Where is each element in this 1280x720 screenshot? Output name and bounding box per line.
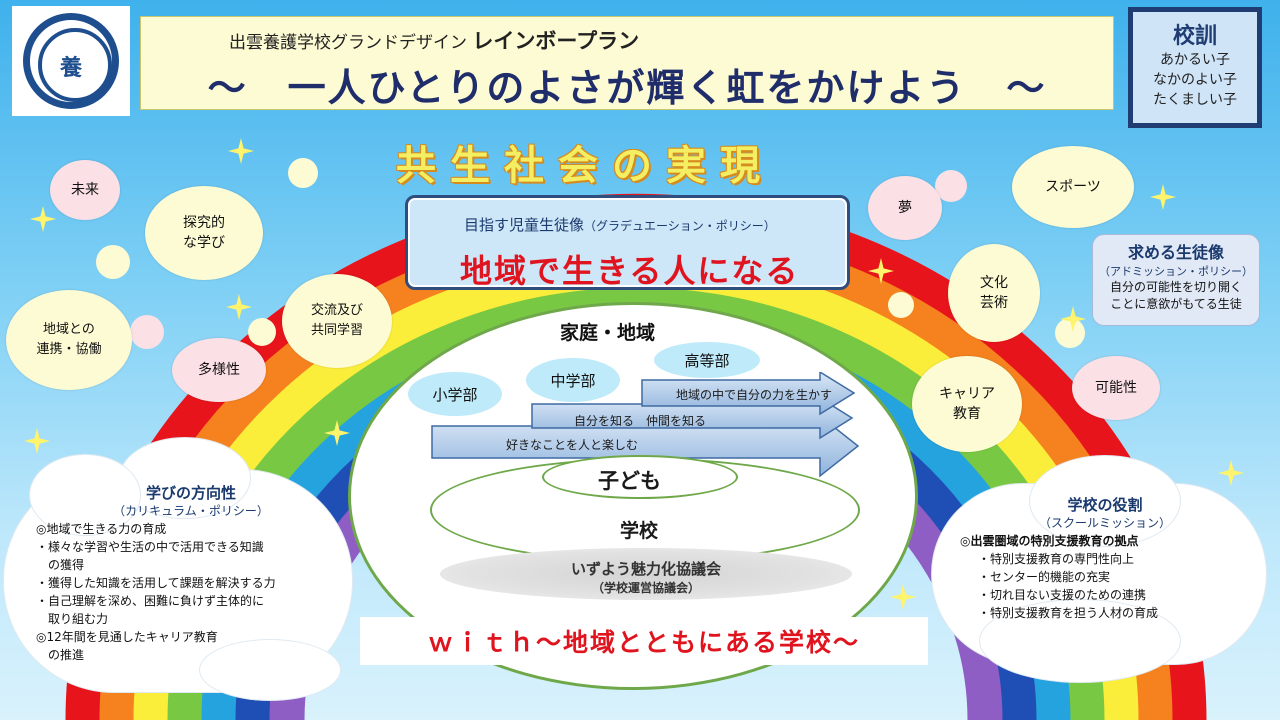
title-box: 出雲養護学校グランドデザイン レインボープラン ～ 一人ひとりのよさが輝く虹をか… [140,16,1114,110]
bubble-tankyu-label: 探究的 な学び [183,215,225,251]
decor-dot [888,292,914,318]
admission-sub: （アドミッション・ポリシー） [1099,265,1253,278]
motto-line: たくましい子 [1153,92,1237,108]
admission-policy: 求める生徒像 （アドミッション・ポリシー） 自分の可能性を切り開く ことに意欲が… [1092,234,1260,326]
main-heading: 共生社会の実現 [396,143,774,189]
mission-line: ・特別支援教育の専門性向上 [978,552,1135,566]
mission-heading: 学校の役割 [1067,496,1143,514]
mission-line: ・センター的機能の充実 [978,570,1111,584]
council-sub: （学校運営協議会） [591,581,700,595]
curriculum-sub: （カリキュラム・ポリシー） [113,504,269,518]
dept-label: 高等部 [684,351,730,370]
arrow-top [641,372,856,416]
curriculum-cloud-puff [30,455,140,535]
mission-cloud-puff [980,600,1180,682]
bubble-tayo: 多様性 [172,338,266,402]
step-arrows [431,372,860,478]
bubble-career: キャリア 教育 [912,356,1022,452]
curriculum-cloud-puff [120,438,250,518]
dept-junior: 中学部 [526,358,620,402]
decor-dot [248,318,276,346]
council-label: いずよう魅力化協議会 [570,560,721,578]
bubble-tayo-label: 多様性 [198,362,240,378]
bubble-sports: スポーツ [1012,146,1134,228]
mission-line: ・切れ目ない支援のための連携 [978,588,1147,602]
title-subtitle: 出雲養護学校グランドデザイン レインボープラン [229,25,639,55]
council-oval: いずよう魅力化協議会 （学校運営協議会） [440,548,852,600]
curriculum-line: ◎12年間を見通したキャリア教育 [36,630,218,644]
with-community: ｗｉｔｈ～地域とともにある学校～ [360,617,928,665]
bubble-kanosei-label: 可能性 [1095,380,1137,396]
bubble-yume-label: 夢 [898,200,912,216]
decor-dot [935,170,967,202]
curriculum-content: 学びの方向性 （カリキュラム・ポリシー） ◎地域で生きる力の育成 ・様々な学習や… [36,484,346,664]
dept-label: 中学部 [550,371,596,390]
curriculum-line: ・自己理解を深め、困難に負けず主体的に [36,594,265,608]
curriculum-heading: 学びの方向性 [145,484,236,502]
bubble-yume: 夢 [868,176,942,240]
motto-line: なかのよい子 [1153,72,1237,88]
motto-heading: 校訓 [1172,24,1217,49]
bubble-sports-label: スポーツ [1045,179,1101,195]
curriculum-line: ・様々な学習や生活の中で活用できる知識 [36,540,264,554]
decor-dot [96,245,130,279]
page-title: ～ 一人ひとりのよさが輝く虹をかけよう ～ [207,66,1047,110]
mission-cloud-puff [1030,456,1180,546]
arrow-bottom-label: 好きなことを人と楽しむ [506,438,639,452]
bubble-koryu-label: 交流及び 共同学習 [310,303,363,338]
arrow-middle-label: 自分を知る 仲間を知る [574,414,707,428]
bubble-career-label: キャリア 教育 [939,386,995,422]
school-logo: 養 [12,6,130,116]
curriculum-line: 取り組む力 [36,612,109,626]
admission-line: 自分の可能性を切り開く [1109,280,1242,294]
bubble-renkei-label: 地域との 連携・協働 [36,322,102,357]
decor-dot [130,315,164,349]
dept-senior: 高等部 [654,342,760,378]
bubble-bunka-label: 文化 芸術 [980,275,1008,311]
mission-line: ◎出雲圏域の特別支援教育の拠点 [960,534,1139,548]
curriculum-line: の獲得 [36,558,85,572]
graduation-label-sub: （グラデュエーション・ポリシー） [584,219,776,233]
bubble-mirai: 未来 [50,160,120,220]
arrow-top-label: 地域の中で自分の力を生かす [676,388,833,402]
bubble-bunka: 文化 芸術 [948,244,1040,342]
bubble-mirai-label: 未来 [71,182,99,198]
school-label: 学校 [620,520,659,542]
curriculum-line: ・獲得した知識を活用して課題を解決する力 [36,576,276,590]
graduation-label: 目指す児童生徒像（グラデュエーション・ポリシー） [464,214,776,235]
admission-line: ことに意欲がもてる生徒 [1110,297,1242,311]
mission-content: 学校の役割 （スクールミッション） ◎出雲圏域の特別支援教育の拠点 ・特別支援教… [960,496,1250,622]
graduation-main: 地域で生きる人になる [460,252,800,290]
school-motto: 校訓 あかるい子 なかのよい子 たくましい子 [1128,7,1262,128]
dept-label: 小学部 [432,385,478,404]
bubble-koryu: 交流及び 共同学習 [282,274,392,368]
dept-elementary: 小学部 [408,372,502,416]
decor-dot [288,158,318,188]
curriculum-line: ◎地域で生きる力の育成 [36,522,167,536]
child-oval [542,455,738,499]
title-subtitle-text: 出雲養護学校グランドデザイン [229,33,467,53]
child-label: 子ども [598,469,661,493]
admission-heading: 求める生徒像 [1127,243,1224,262]
mission-sub: （スクールミッション） [1038,516,1171,530]
home-community-label: 家庭・地域 [560,322,656,344]
bubble-tankyu: 探究的 な学び [145,186,263,280]
mission-line: ・特別支援教育を担う人材の育成 [978,606,1159,620]
graduation-policy: 目指す児童生徒像（グラデュエーション・ポリシー） 地域で生きる人になる [405,195,850,290]
curriculum-line: の推進 [36,648,85,662]
bubble-renkei: 地域との 連携・協働 [6,290,132,390]
logo-emblem: 養 [23,13,119,109]
title-subtitle-bold: レインボープラン [472,29,640,53]
logo-char: 養 [59,56,82,81]
decor-dot [1055,318,1085,348]
curriculum-cloud-puff [200,640,340,700]
bubble-kanosei: 可能性 [1072,356,1160,420]
graduation-label-text: 目指す児童生徒像 [464,216,585,234]
motto-line: あかるい子 [1160,52,1230,68]
